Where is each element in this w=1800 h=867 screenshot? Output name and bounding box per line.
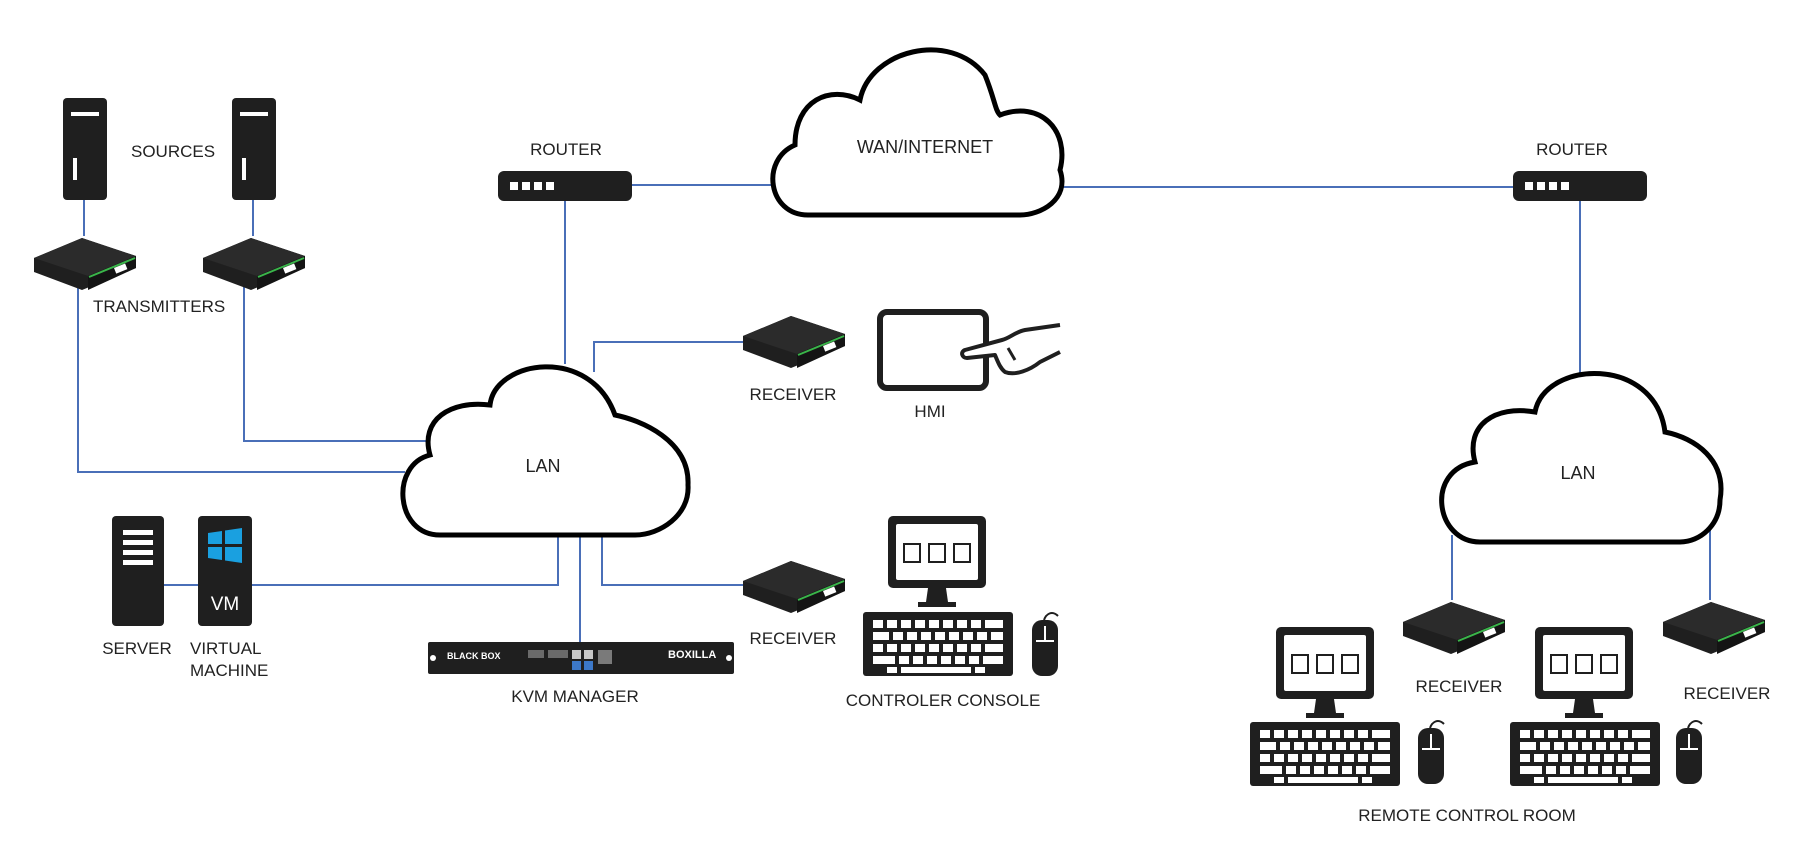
remote-mouse-2 bbox=[1675, 720, 1703, 785]
lan-remote-cloud bbox=[1439, 371, 1724, 545]
lan-remote-label: LAN bbox=[1560, 463, 1596, 483]
connection-links bbox=[77, 184, 1711, 648]
transmitter-2 bbox=[202, 237, 306, 291]
hmi-label: HMI bbox=[914, 402, 946, 421]
remote-keyboard-2 bbox=[1510, 722, 1660, 786]
remote-monitor-2 bbox=[1534, 626, 1634, 719]
receiver-mid-label: RECEIVER bbox=[749, 629, 837, 648]
link-lan-receiver-top bbox=[593, 341, 745, 372]
wan-cloud bbox=[770, 47, 1065, 218]
remote-mouse-1 bbox=[1417, 720, 1445, 785]
controller-monitor bbox=[887, 515, 987, 608]
kvm-manager-device bbox=[428, 642, 734, 674]
vm-badge: VM bbox=[210, 594, 240, 615]
source-computer-2 bbox=[232, 98, 276, 200]
hand-pointer-icon bbox=[960, 323, 1061, 376]
router-right-device bbox=[1513, 171, 1647, 201]
link-lan-receiver-mid bbox=[601, 535, 745, 586]
controller-keyboard bbox=[863, 612, 1013, 676]
remote-control-room-label: REMOTE CONTROL ROOM bbox=[1358, 806, 1576, 825]
receiver-remote-2-device bbox=[1662, 601, 1766, 655]
lan-main-label: LAN bbox=[525, 456, 561, 476]
virtual-machine-label-line1: VIRTUAL bbox=[190, 639, 262, 658]
receiver-mid-device bbox=[742, 560, 846, 614]
lan-main-cloud bbox=[400, 364, 691, 538]
receiver-remote-2-label: RECEIVER bbox=[1683, 684, 1771, 703]
receiver-remote-1-device bbox=[1402, 601, 1506, 655]
kvm-brand-label: BLACK BOX bbox=[447, 651, 501, 661]
virtual-machine-label-line2: MACHINE bbox=[190, 661, 269, 680]
controller-console-label: CONTROLER CONSOLE bbox=[845, 691, 1041, 710]
link-transmitter2-lan bbox=[243, 285, 428, 442]
router-left-label: ROUTER bbox=[530, 140, 602, 159]
receiver-remote-1-label: RECEIVER bbox=[1415, 677, 1503, 696]
transmitters-label: TRANSMITTERS bbox=[93, 297, 226, 316]
router-right-label: ROUTER bbox=[1536, 140, 1608, 159]
remote-monitor-1 bbox=[1275, 626, 1375, 719]
controller-mouse bbox=[1031, 612, 1059, 677]
remote-keyboard-1 bbox=[1250, 722, 1400, 786]
server-label: SERVER bbox=[102, 639, 172, 658]
virtual-machine-device bbox=[198, 516, 252, 626]
source-computer-1 bbox=[63, 98, 107, 200]
link-vm-lan bbox=[252, 535, 559, 586]
transmitter-1 bbox=[33, 237, 137, 291]
windows-logo-icon bbox=[208, 528, 242, 563]
router-left-device bbox=[498, 171, 632, 201]
receiver-top-label: RECEIVER bbox=[749, 385, 837, 404]
hmi-tablet bbox=[877, 309, 1061, 391]
link-transmitter1-lan bbox=[77, 285, 405, 473]
server-device bbox=[112, 516, 164, 626]
kvm-product-label: BOXILLA bbox=[668, 649, 717, 661]
receiver-top-device bbox=[742, 315, 846, 369]
sources-label: SOURCES bbox=[131, 142, 216, 161]
wan-internet-label: WAN/INTERNET bbox=[856, 137, 994, 157]
kvm-manager-label: KVM MANAGER bbox=[511, 687, 639, 706]
